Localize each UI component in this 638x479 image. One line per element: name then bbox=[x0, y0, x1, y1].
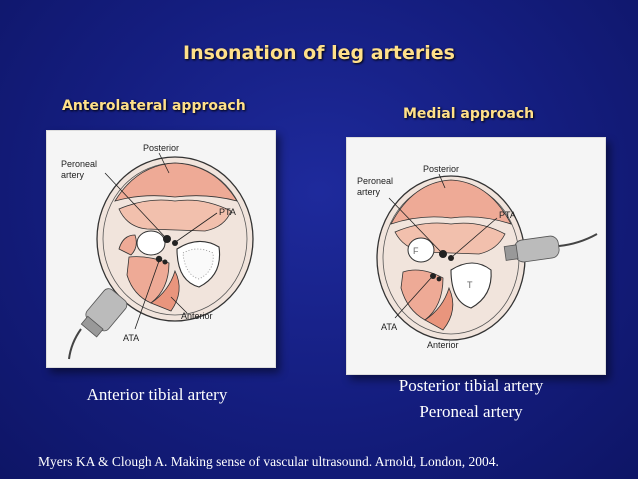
label-pta: PTA bbox=[499, 210, 516, 220]
label-f: F bbox=[413, 246, 419, 256]
label-posterior: Posterior bbox=[423, 164, 459, 174]
medial-heading: Medial approach bbox=[403, 106, 535, 122]
anterolateral-diagram: Posterior Peroneal artery PTA Anterior A… bbox=[46, 130, 276, 368]
medial-caption-line1: Posterior tibial artery bbox=[398, 376, 544, 395]
label-pta: PTA bbox=[219, 207, 236, 217]
citation: Myers KA & Clough A. Making sense of vas… bbox=[38, 454, 499, 469]
medial-caption-line2: Peroneal artery bbox=[419, 402, 523, 421]
label-anterior: Anterior bbox=[427, 340, 459, 350]
anterolateral-caption: Anterior tibial artery bbox=[86, 385, 228, 404]
label-peroneal: Peroneal bbox=[61, 159, 97, 169]
label-anterior: Anterior bbox=[181, 311, 213, 321]
label-peroneal: Peroneal bbox=[357, 176, 393, 186]
label-artery: artery bbox=[61, 170, 85, 180]
medial-diagram: Posterior Peroneal artery PTA F T ATA An… bbox=[346, 137, 606, 375]
label-artery: artery bbox=[357, 187, 381, 197]
anterolateral-heading: Anterolateral approach bbox=[62, 98, 246, 114]
label-posterior: Posterior bbox=[143, 143, 179, 153]
label-ata: ATA bbox=[123, 333, 139, 343]
slide-title: Insonation of leg arteries bbox=[183, 42, 455, 64]
label-t: T bbox=[467, 280, 473, 290]
label-ata: ATA bbox=[381, 322, 397, 332]
